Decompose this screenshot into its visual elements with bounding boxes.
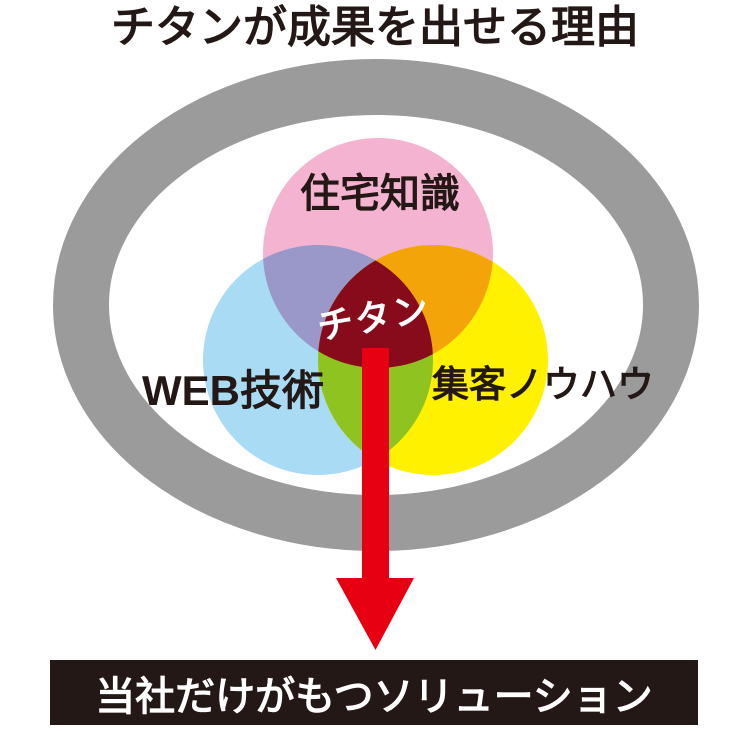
label-web-technology: WEB技術	[142, 367, 324, 414]
solution-banner: 当社だけがもつソリューション	[50, 660, 698, 725]
overlap-center	[318, 245, 433, 368]
down-arrow	[336, 348, 414, 650]
solution-banner-text: 当社だけがもつソリューション	[95, 674, 653, 719]
label-marketing-knowhow: 集客ノウハウ	[431, 364, 654, 405]
label-housing-knowledge: 住宅知識	[300, 171, 460, 216]
page-title: チタンが成果を出せる理由	[111, 3, 639, 52]
